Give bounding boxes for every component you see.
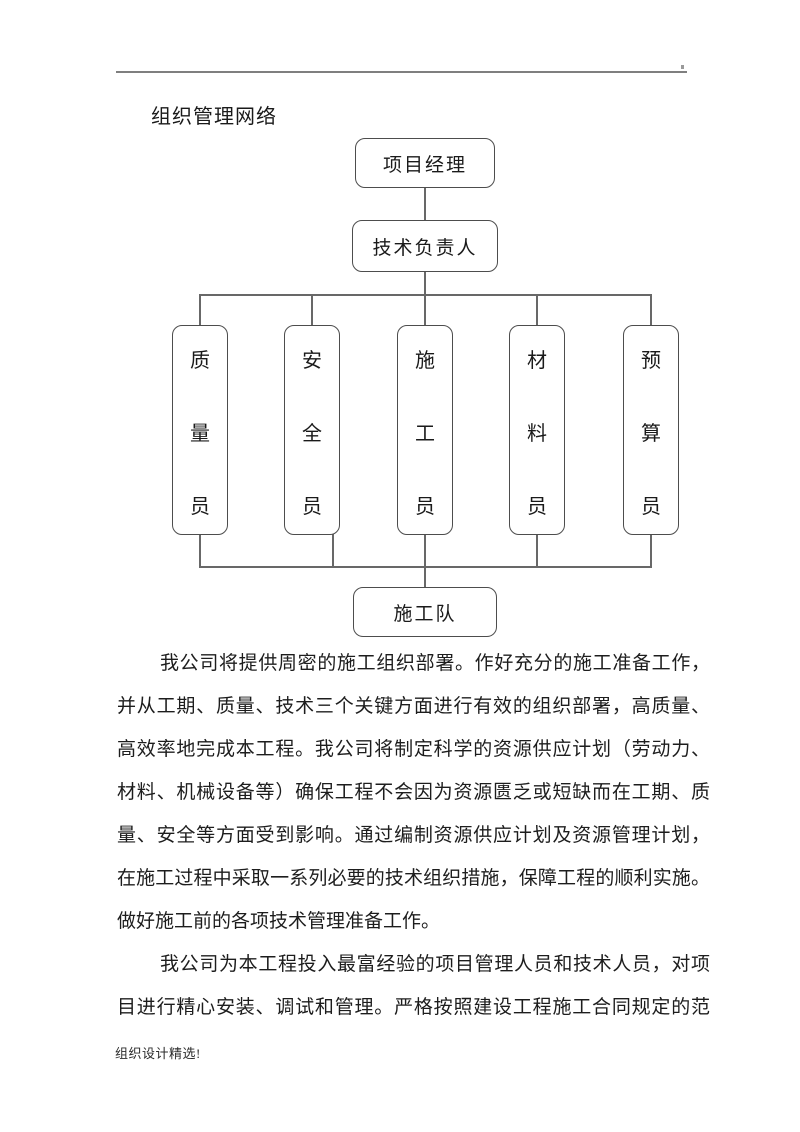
footer-note: 组织设计精选! — [115, 1046, 201, 1061]
chart-box-construction-team: 施工队 — [353, 587, 497, 637]
connector-rise-quality — [199, 534, 201, 567]
text-line: 高效率地完成本工程。我公司将制定科学的资源供应计划（劳动力、 — [117, 739, 710, 760]
connector-rise-builder — [424, 534, 426, 567]
chart-box-label: 技术负责人 — [372, 237, 478, 259]
connector-drop-budget — [650, 294, 652, 326]
text-line: 目进行精心安装、调试和管理。严格按照建设工程施工合同规定的范 — [117, 997, 710, 1018]
connector-bus-team — [424, 566, 426, 588]
connector-rise-budget — [650, 534, 652, 567]
header-mark-dot — [681, 65, 684, 69]
chart-box-char: 全 — [302, 423, 322, 445]
chart-box-char: 施 — [415, 350, 435, 372]
chart-box-construction-officer: 施 工 员 — [397, 325, 453, 535]
chart-box-char: 算 — [641, 423, 661, 445]
connector-tech-bus — [424, 271, 426, 295]
connector-drop-quality — [199, 294, 201, 326]
chart-box-project-manager: 项目经理 — [355, 138, 495, 188]
chart-box-quality-officer: 质 量 员 — [172, 325, 228, 535]
chart-box-label: 项目经理 — [382, 154, 467, 176]
chart-box-char: 安 — [302, 350, 322, 372]
text-line: 量、安全等方面受到影响。通过编制资源供应计划及资源管理计划， — [117, 825, 710, 846]
chart-box-label: 施工队 — [393, 603, 457, 625]
chart-box-char: 量 — [190, 423, 210, 445]
chart-box-safety-officer: 安 全 员 — [284, 325, 340, 535]
org-chart: 项目经理 技术负责人 质 量 员 安 全 员 施 工 员 材 料 员 预 算 员 — [172, 138, 679, 637]
text-line: 在施工过程中采取一系列必要的技术组织措施，保障工程的顺利实施。 — [117, 868, 710, 889]
connector-drop-safety — [311, 294, 313, 326]
header-rule — [116, 71, 687, 73]
chart-box-char: 员 — [527, 496, 547, 518]
page-title: 组织管理网络 — [151, 106, 277, 128]
chart-box-char: 员 — [190, 496, 210, 518]
chart-box-char: 工 — [415, 423, 435, 445]
connector-pm-tech — [424, 188, 426, 221]
chart-box-char: 预 — [641, 350, 661, 372]
connector-rise-safety — [332, 534, 334, 567]
chart-box-material-officer: 材 料 员 — [509, 325, 565, 535]
text-line: 我公司将提供周密的施工组织部署。作好充分的施工准备工作， — [160, 653, 710, 674]
connector-drop-material — [536, 294, 538, 326]
chart-box-char: 质 — [190, 350, 210, 372]
chart-box-tech-lead: 技术负责人 — [352, 220, 498, 272]
chart-box-char: 员 — [302, 496, 322, 518]
text-line: 并从工期、质量、技术三个关键方面进行有效的组织部署，高质量、 — [117, 696, 710, 717]
text-line: 做好施工前的各项技术管理准备工作。 — [117, 911, 441, 932]
connector-drop-builder — [424, 294, 426, 326]
chart-box-char: 员 — [415, 496, 435, 518]
chart-box-char: 材 — [527, 350, 547, 372]
text-line: 材料、机械设备等）确保工程不会因为资源匮乏或短缺而在工期、质 — [117, 782, 710, 803]
chart-box-budget-officer: 预 算 员 — [623, 325, 679, 535]
connector-rise-material — [536, 534, 538, 567]
text-line: 我公司为本工程投入最富经验的项目管理人员和技术人员，对项 — [160, 954, 710, 975]
chart-box-char: 料 — [527, 423, 547, 445]
body-text: 我公司将提供周密的施工组织部署。作好充分的施工准备工作， 并从工期、质量、技术三… — [117, 642, 710, 1029]
chart-box-char: 员 — [641, 496, 661, 518]
